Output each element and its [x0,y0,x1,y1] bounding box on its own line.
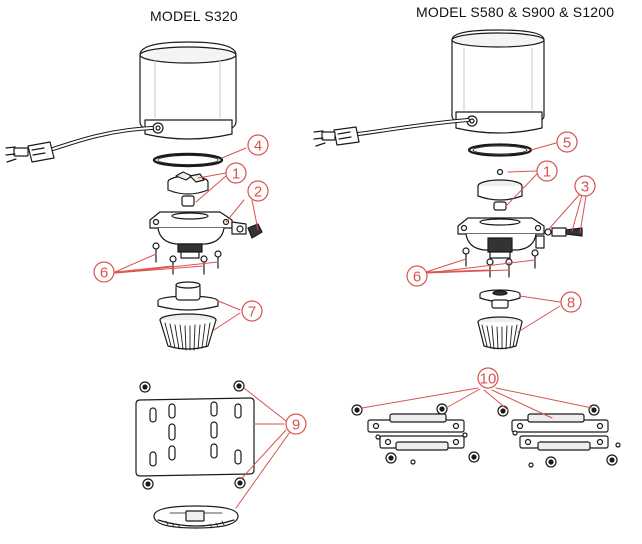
callout-8: 8 [560,291,582,313]
callout-1-left: 1 [225,162,247,184]
s580-motor-housing [451,29,545,134]
callout-markers: 1 1 2 3 4 5 6 [93,131,596,435]
s320-discharge-fitting [231,221,263,239]
callout-leader-lines [114,142,593,509]
s580-intake-adapter [479,289,521,309]
callout-3: 3 [574,175,596,197]
svg-text:1: 1 [232,166,240,183]
svg-text:9: 9 [292,417,300,434]
callout-9: 9 [285,413,307,435]
svg-text:6: 6 [100,265,108,282]
callout-5: 5 [556,131,578,153]
callout-4: 4 [247,134,269,156]
svg-text:1: 1 [543,164,551,181]
svg-text:6: 6 [413,269,421,286]
svg-text:2: 2 [254,184,262,201]
svg-text:3: 3 [581,179,589,196]
s320-hose-clamp [153,505,239,529]
s580-power-cord [313,118,470,147]
callout-2: 2 [247,180,269,202]
svg-text:10: 10 [480,371,497,388]
callout-1-right: 1 [536,160,558,182]
s320-o-ring [152,152,224,168]
callout-10: 10 [477,367,499,389]
s320-pump-base [149,211,233,259]
s580-o-ring [467,143,533,157]
s320-screws [152,242,222,275]
s580-mounting-brackets [351,403,621,468]
s320-motor-housing [139,41,237,140]
svg-text:8: 8 [567,295,575,312]
callout-6-left: 6 [93,261,115,283]
s580-impeller [477,168,523,211]
s320-strainer [159,313,217,351]
s580-pump-base [457,217,545,259]
callout-7: 7 [241,300,263,322]
s580-strainer [477,316,523,350]
s320-impeller [167,171,209,207]
s580-discharge-fitting [544,227,583,237]
model-s580-s900-s1200-title: MODEL S580 & S900 & S1200 [416,4,615,20]
s320-power-cord [5,126,154,163]
s320-mounting-plate [135,380,255,490]
s320-intake-adapter [157,281,219,311]
svg-text:4: 4 [254,138,262,155]
svg-text:7: 7 [248,304,256,321]
model-s320-title: MODEL S320 [150,8,238,24]
callout-6-right: 6 [406,265,428,287]
svg-text:5: 5 [563,135,571,152]
